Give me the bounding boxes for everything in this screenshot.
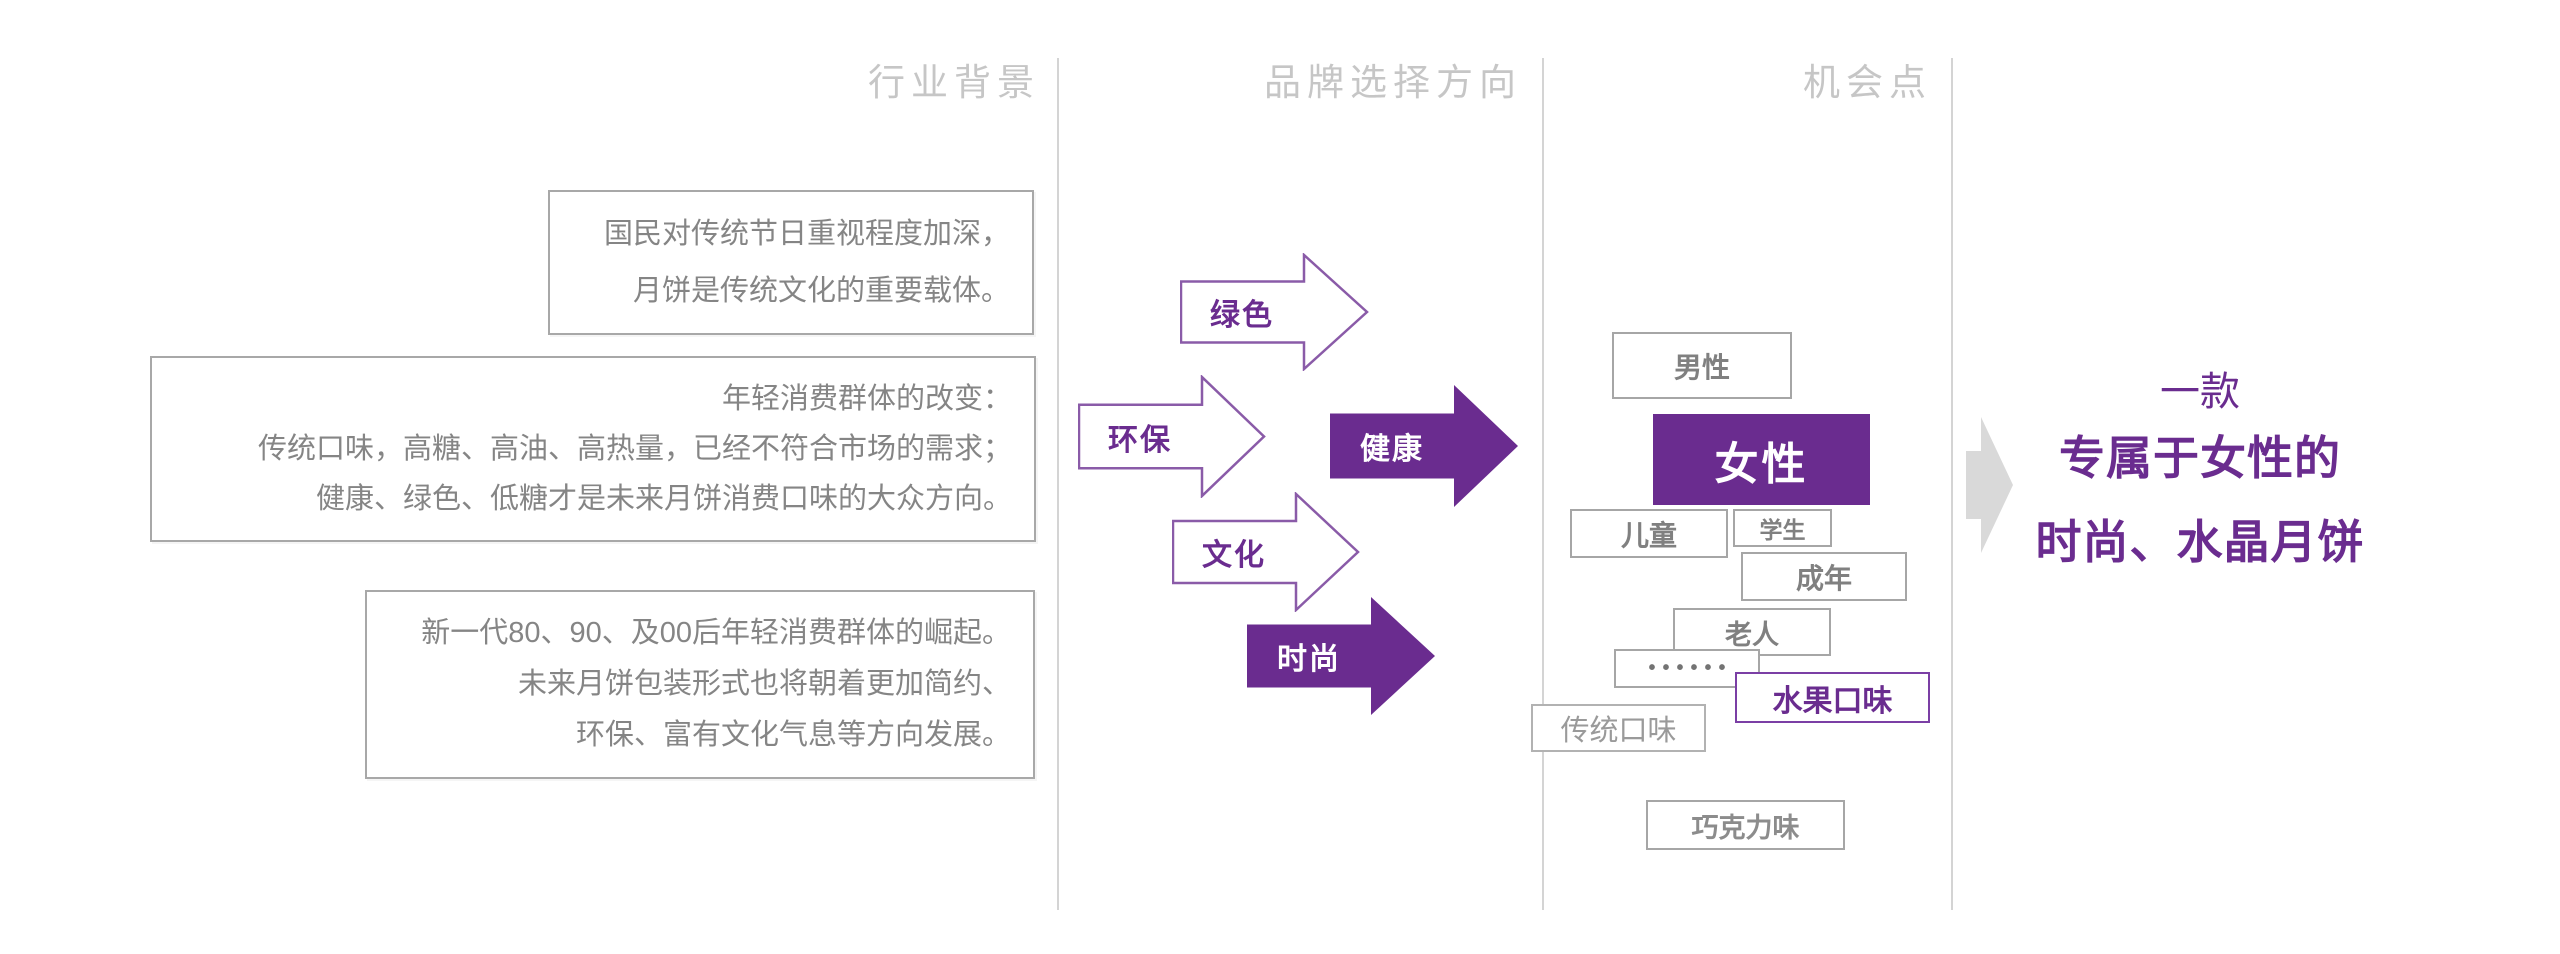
textbox-new-generation: 新一代80、90、及00后年轻消费群体的崛起。 未来月饼包装形式也将朝着更加简约… <box>365 590 1035 779</box>
opportunity-box-chocolate-flavor: 巧克力味 <box>1646 800 1845 850</box>
right-arrow-solid-icon <box>1330 385 1518 507</box>
opportunity-box-fruit-flavor-highlight: 水果口味 <box>1735 672 1930 723</box>
arrow-eco: 环保 <box>1078 375 1266 498</box>
opportunity-box-student: 学生 <box>1733 509 1832 547</box>
arrow-label: 健康 <box>1360 433 1424 466</box>
column-divider-2 <box>1542 58 1544 910</box>
opportunity-box-traditional-flavor: 传统口味 <box>1531 704 1706 752</box>
textbox-line: 传统口味，高糖、高油、高热量，已经不符合市场的需求； <box>257 433 1012 465</box>
conclusion-block: 一款 专属于女性的 时尚、水晶月饼 <box>2000 368 2400 584</box>
header-industry-background: 行业背景 <box>868 61 1040 104</box>
textbox-line: 健康、绿色、低糖才是未来月饼消费口味的大众方向。 <box>315 483 1012 515</box>
conclusion-line-2: 专属于女性的 <box>2059 432 2341 484</box>
textbox-line: 未来月饼包装形式也将朝着更加简约、 <box>517 668 1011 700</box>
arrow-culture: 文化 <box>1172 492 1360 612</box>
arrow-health: 健康 <box>1330 385 1518 507</box>
opportunity-box-elderly: 老人 <box>1673 608 1831 656</box>
arrow-green: 绿色 <box>1180 253 1370 371</box>
conclusion-line-3: 时尚、水晶月饼 <box>2035 516 2365 568</box>
arrow-label: 绿色 <box>1210 299 1274 332</box>
right-arrow-outline-icon <box>1078 375 1266 498</box>
column-divider-1 <box>1057 58 1059 910</box>
arrow-fashion: 时尚 <box>1247 597 1435 715</box>
textbox-line: 年轻消费群体的改变： <box>721 383 1012 415</box>
header-opportunity: 机会点 <box>1803 61 1932 104</box>
opportunity-box-adult: 成年 <box>1741 552 1907 601</box>
textbox-line: 环保、富有文化气息等方向发展。 <box>575 719 1011 751</box>
textbox-festival-importance: 国民对传统节日重视程度加深， 月饼是传统文化的重要载体。 <box>548 190 1034 335</box>
opportunity-box-male: 男性 <box>1612 332 1792 399</box>
opportunity-box-children: 儿童 <box>1570 509 1728 558</box>
header-brand-direction: 品牌选择方向 <box>1264 61 1522 104</box>
column-divider-3 <box>1951 58 1953 910</box>
transition-arrow-icon <box>1966 415 2014 555</box>
right-arrow-outline-icon <box>1180 253 1369 371</box>
arrow-label: 文化 <box>1202 539 1266 572</box>
opportunity-box-female-highlight: 女性 <box>1653 414 1870 505</box>
right-arrow-solid-icon <box>1247 597 1435 715</box>
conclusion-line-1: 一款 <box>2160 370 2240 414</box>
textbox-young-consumers: 年轻消费群体的改变： 传统口味，高糖、高油、高热量，已经不符合市场的需求； 健康… <box>150 356 1036 542</box>
arrow-label: 环保 <box>1108 423 1172 457</box>
textbox-line: 新一代80、90、及00后年轻消费群体的崛起。 <box>421 617 1011 649</box>
right-arrow-outline-icon <box>1172 492 1360 612</box>
textbox-line: 月饼是传统文化的重要载体。 <box>632 275 1010 307</box>
arrow-label: 时尚 <box>1277 643 1341 676</box>
textbox-line: 国民对传统节日重视程度加深， <box>603 218 1010 250</box>
